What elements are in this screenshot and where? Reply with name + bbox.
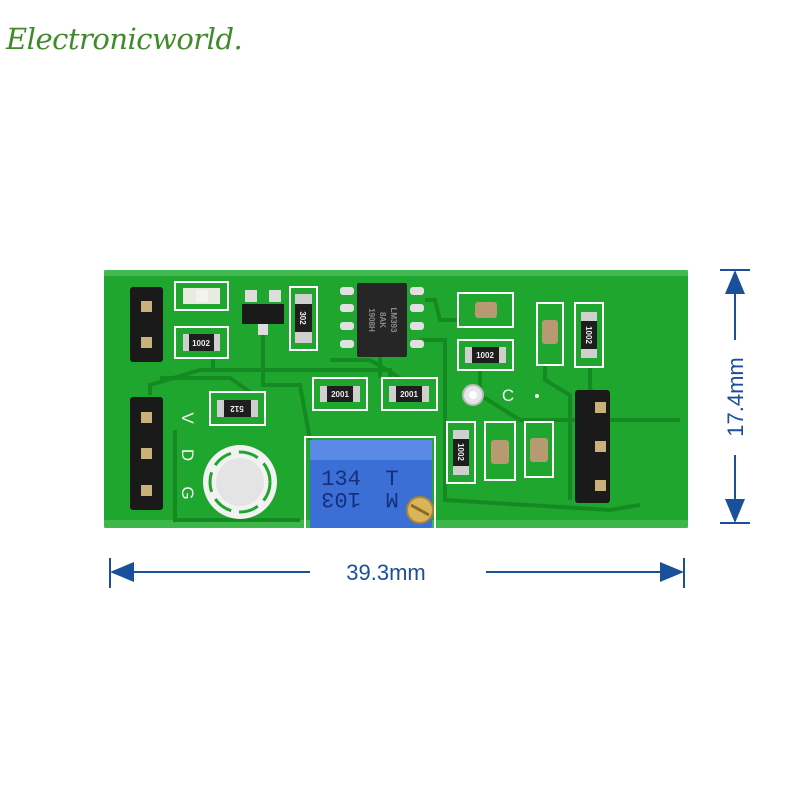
transistor-sot23: [242, 290, 284, 335]
pin-label-v: V: [178, 412, 197, 424]
height-label: 17.4mm: [723, 357, 748, 436]
marking-r1002-c: 1002: [584, 326, 593, 344]
width-dimension: 39.3mm: [109, 558, 685, 588]
ic-lm393: LM393 8AK 1908H: [340, 283, 424, 357]
capacitor-c4: [524, 421, 554, 478]
header-3pin-right[interactable]: [575, 390, 610, 503]
width-label: 39.3mm: [346, 560, 425, 585]
pot-marking-2: 103: [321, 486, 361, 511]
resistor-r2001-a: 2001: [312, 377, 368, 411]
capacitor-c1: [457, 292, 514, 328]
resistor-r302: 302: [289, 286, 318, 351]
resistor-r1: 1002: [174, 326, 229, 359]
ic-marking-1: LM393: [389, 308, 398, 333]
pin-label-d: D: [178, 449, 197, 461]
capacitor-c3: [484, 421, 516, 481]
marking-r302: 302: [298, 311, 307, 325]
trimmer-potentiometer[interactable]: 134 T 103 M: [304, 436, 436, 530]
watermark: Electronicworld.: [6, 22, 243, 56]
ic-marking-3: 1908H: [367, 308, 376, 332]
pot-marking-1: 134: [321, 467, 361, 492]
header-2pin[interactable]: [130, 287, 163, 362]
capacitor-c2: [536, 302, 564, 366]
sensor-element: [203, 445, 277, 519]
pot-marking-1b: T: [385, 467, 398, 492]
silk-c-label: C: [502, 386, 514, 405]
resistor-r2001-b: 2001: [381, 377, 438, 411]
pcb-board: V D G 1002 302: [104, 270, 688, 530]
pin-label-g: G: [178, 486, 197, 499]
marking-r1: 1002: [192, 339, 210, 348]
resistor-r1002-b: 1002: [457, 339, 514, 371]
marking-r1002-d: 1002: [456, 443, 465, 461]
smd-led: [174, 281, 229, 311]
marking-r512: 512: [230, 404, 244, 413]
height-dimension: 17.4mm: [720, 269, 750, 524]
marking-r2001-b: 2001: [400, 390, 418, 399]
header-3pin-left[interactable]: [130, 397, 163, 510]
marking-r1002-b: 1002: [476, 351, 494, 360]
marking-r2001-a: 2001: [331, 390, 349, 399]
pot-marking-2b: M: [385, 486, 398, 511]
resistor-r1002-c: 1002: [574, 302, 604, 368]
resistor-r1002-d: 1002: [446, 421, 476, 484]
resistor-r512: 512: [209, 391, 266, 426]
ic-marking-2: 8AK: [378, 312, 387, 328]
